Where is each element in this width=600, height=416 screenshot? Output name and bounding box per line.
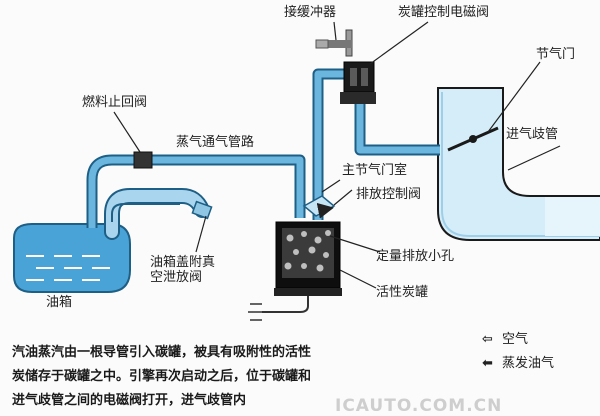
carbon-canister [274, 221, 342, 296]
manifold-pipe [354, 94, 440, 156]
caption-line-1: 汽油蒸汽由一根导管引入碳罐，被具有吸附性的活性 [12, 345, 312, 360]
label-purge-control-valve: 排放控制阀 [356, 187, 422, 202]
throttle-plate [447, 126, 499, 152]
caption-text: 汽油蒸汽由一根导管引入碳罐，被具有吸附性的活性 炭储存于碳罐之中。引擎再次启动之… [12, 341, 432, 413]
solid-arrow-icon: ⬅ [482, 356, 493, 371]
purge-control-valve [302, 195, 336, 219]
legend-air-label: 空气 [502, 332, 529, 347]
filler-neck [104, 188, 213, 240]
label-tank-cap-valve-line1: 油箱盖附真 [150, 255, 216, 270]
vapor-pipe [86, 154, 306, 228]
solenoid-valve [340, 61, 376, 104]
label-solenoid-valve: 炭罐控制电磁阀 [398, 5, 490, 20]
air-inlet [248, 296, 309, 321]
watermark-logo: ICAUTO.COM.CN [335, 396, 503, 416]
label-connector: 接缓冲器 [284, 5, 337, 20]
label-tank-cap-valve: 油箱盖附真 空泄放阀 [150, 255, 234, 286]
caption-line-3: 进气歧管之间的电磁阀打开，进气歧管内 [12, 393, 247, 408]
label-tank-cap-valve-line2: 空泄放阀 [150, 269, 203, 285]
check-valve [133, 151, 153, 169]
caption-line-2: 炭储存于碳罐之中。引擎再次启动之后，位于碳罐和 [12, 369, 312, 384]
label-fuel-check-valve: 燃料止回阀 [82, 95, 148, 110]
label-throttle-valve: 节气门 [536, 47, 576, 62]
label-vapor-pipe: 蒸气通气管路 [176, 135, 255, 150]
label-orifice: 定量排放小孔 [376, 249, 455, 264]
fuel-tank [13, 223, 131, 293]
legend-vapor-label: 蒸发油气 [502, 356, 555, 371]
hollow-arrow-icon: ⇦ [482, 332, 493, 347]
purge-pipe [312, 68, 344, 220]
label-activated-carbon: 活性炭罐 [376, 285, 429, 300]
label-fuel-tank: 油箱 [46, 295, 73, 310]
label-throttle-chamber: 主节气门室 [342, 163, 408, 178]
label-intake-manifold: 进气歧管 [506, 127, 559, 142]
intake-manifold [437, 87, 600, 241]
legend-vapor: ⬅ 蒸发油气 [482, 352, 554, 371]
buffer-connector [315, 29, 353, 57]
leader-lines [113, 21, 561, 289]
legend-air: ⇦ 空气 [482, 328, 528, 347]
